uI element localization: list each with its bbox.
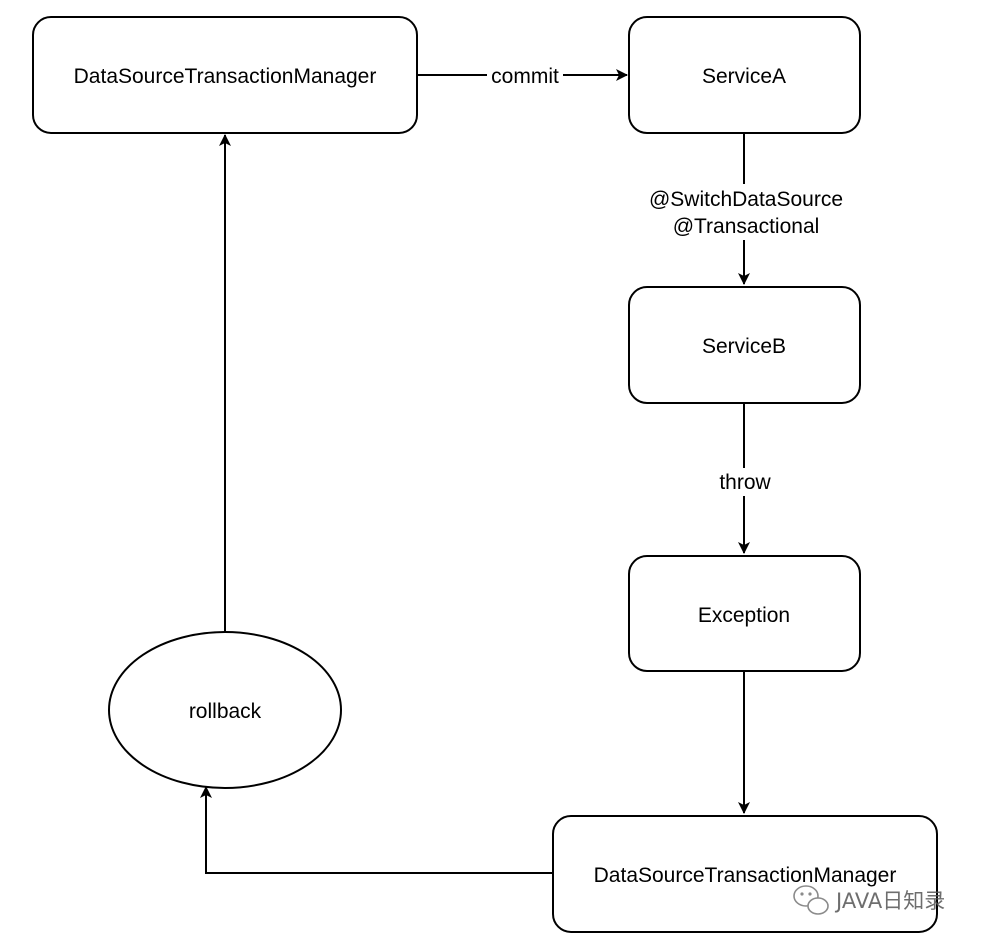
node-exception: Exception <box>628 555 861 672</box>
node-servicea: ServiceA <box>628 16 861 134</box>
node-serviceb: ServiceB <box>628 286 861 404</box>
node-datasourcetransactionmanager-bottom: DataSourceTransactionManager <box>552 815 938 933</box>
node-label-serviceb: ServiceB <box>702 335 786 358</box>
watermark-text: JAVA日知录 <box>834 889 945 913</box>
edge-label-throw: throw <box>719 471 771 494</box>
node-label-datasourcetransactionmanager-top: DataSourceTransactionManager <box>74 65 377 88</box>
edge-manager-to-rollback <box>200 786 553 874</box>
node-label-servicea: ServiceA <box>702 65 786 88</box>
node-rollback: rollback <box>108 631 342 789</box>
node-datasourcetransactionmanager-top: DataSourceTransactionManager <box>32 16 418 134</box>
watermark: JAVA日知录 <box>793 885 945 915</box>
wechat-icon <box>793 885 829 915</box>
edge-label-switchdatasource: @SwitchDataSource <box>649 188 843 211</box>
edge-label-commit: commit <box>491 65 559 88</box>
node-label-datasourcetransactionmanager-bottom: DataSourceTransactionManager <box>594 864 897 887</box>
node-label-rollback: rollback <box>189 700 262 723</box>
node-label-exception: Exception <box>698 604 790 627</box>
edge-label-transactional: @Transactional <box>673 215 820 238</box>
